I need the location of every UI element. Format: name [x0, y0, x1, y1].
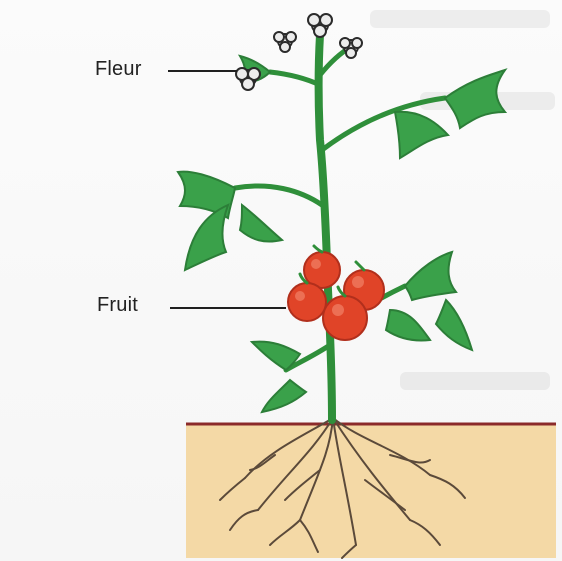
main-stem [319, 35, 333, 420]
soil [186, 424, 556, 558]
flower-labeled [236, 68, 260, 90]
fruit-3 [288, 283, 326, 321]
leaf-lower-right [436, 300, 472, 350]
leaf-upper-right [445, 70, 505, 128]
leaf-left-big [185, 205, 228, 270]
fruit-label: Fruit [97, 294, 138, 317]
leaf-mid-right [405, 252, 456, 300]
leaf-lower-left-2 [262, 380, 306, 412]
leaf-mid-right-2 [386, 310, 430, 341]
leaf-upper-right-2 [395, 112, 448, 158]
flower-top-2 [274, 32, 296, 52]
leaves [178, 56, 505, 412]
flower-top-1 [308, 14, 332, 37]
fruit-4 [323, 296, 367, 340]
leaf-left-mid [240, 205, 282, 242]
flower-label: Fleur [95, 58, 142, 81]
fruits [288, 246, 384, 340]
